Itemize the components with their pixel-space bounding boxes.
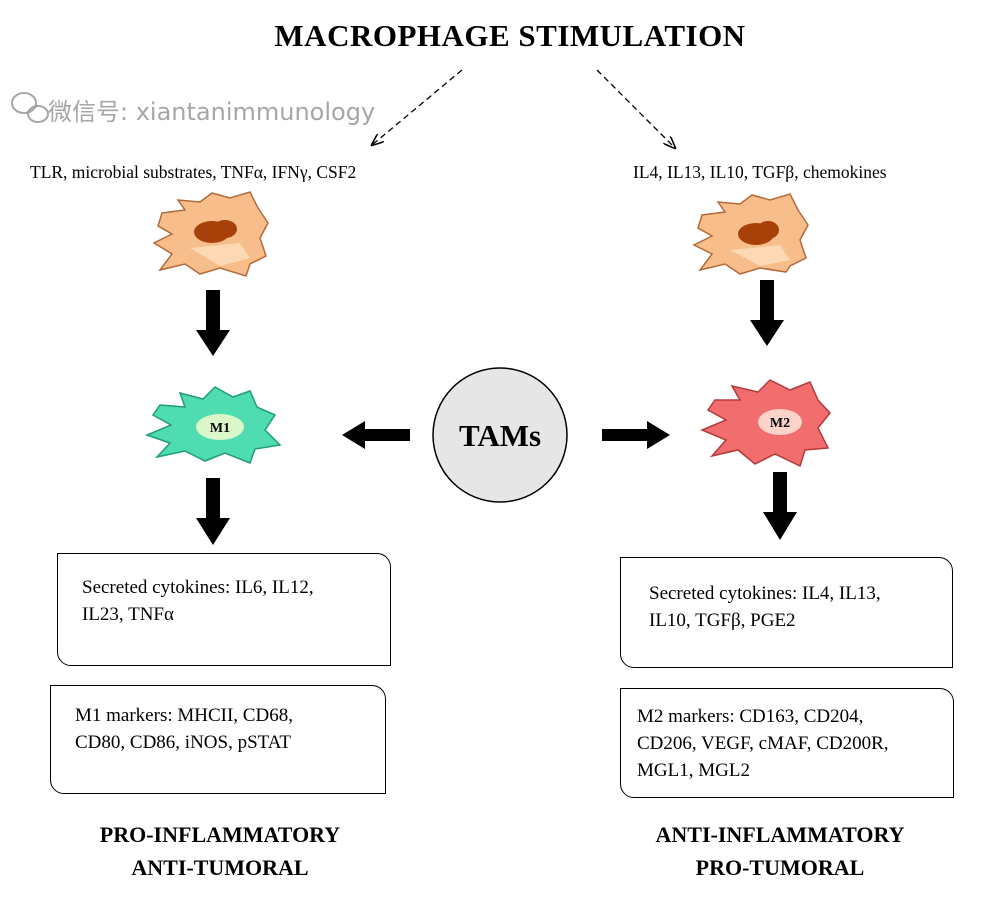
arrow-left-to-m1 bbox=[342, 421, 410, 449]
wechat-icon bbox=[11, 92, 49, 123]
m2-markers-box: M2 markers: CD163, CD204, CD206, VEGF, c… bbox=[620, 688, 954, 798]
m2-cell-label: M2 bbox=[770, 416, 790, 431]
arrow-down-right-2 bbox=[763, 472, 797, 540]
m2-macrophage-icon: M2 bbox=[700, 379, 831, 468]
tams-label: TAMs bbox=[459, 418, 541, 453]
arrow-right-to-m2 bbox=[602, 421, 670, 449]
m1-phenotype: PRO-INFLAMMATORY ANTI-TUMORAL bbox=[40, 818, 400, 884]
arrow-down-left-2 bbox=[196, 478, 230, 545]
m1-cytokines-line: IL23, TNFα bbox=[82, 604, 174, 625]
m1-cytokines-box: Secreted cytokines: IL6, IL12, IL23, TNF… bbox=[57, 553, 391, 666]
m2-phenotype-line: PRO-TUMORAL bbox=[695, 855, 865, 880]
dashed-arrow-left bbox=[372, 69, 463, 145]
watermark: 微信号: xiantanimmunology bbox=[48, 98, 376, 126]
tams-node: TAMs bbox=[432, 367, 568, 503]
m2-markers-line: M2 markers: CD163, CD204, bbox=[637, 706, 864, 727]
dashed-arrow-right bbox=[596, 69, 675, 148]
arrow-down-left-1 bbox=[196, 290, 230, 356]
naive-macrophage-left-icon bbox=[152, 191, 269, 277]
naive-macrophage-right-icon bbox=[692, 193, 809, 275]
m1-markers-line: CD80, CD86, iNOS, pSTAT bbox=[75, 732, 291, 753]
m1-phenotype-line: PRO-INFLAMMATORY bbox=[99, 822, 341, 847]
m1-cytokines-line: Secreted cytokines: IL6, IL12, bbox=[82, 577, 314, 598]
m2-cytokines-line: Secreted cytokines: IL4, IL13, bbox=[649, 583, 881, 604]
m2-phenotype-line: ANTI-INFLAMMATORY bbox=[655, 822, 905, 847]
m1-macrophage-icon: M1 bbox=[144, 386, 282, 464]
m2-cytokines-box: Secreted cytokines: IL4, IL13, IL10, TGF… bbox=[620, 557, 953, 668]
diagram-title: MACROPHAGE STIMULATION bbox=[274, 18, 746, 53]
m2-markers-line: MGL1, MGL2 bbox=[637, 760, 750, 781]
m1-phenotype-line: ANTI-TUMORAL bbox=[131, 855, 309, 880]
m2-cytokines-line: IL10, TGFβ, PGE2 bbox=[649, 610, 796, 631]
m1-markers-box: M1 markers: MHCII, CD68, CD80, CD86, iNO… bbox=[50, 685, 386, 794]
m2-phenotype: ANTI-INFLAMMATORY PRO-TUMORAL bbox=[600, 818, 960, 884]
m1-stimuli-label: TLR, microbial substrates, TNFα, IFNγ, C… bbox=[30, 162, 357, 182]
m1-markers-line: M1 markers: MHCII, CD68, bbox=[75, 705, 293, 726]
m2-stimuli-label: IL4, IL13, IL10, TGFβ, chemokines bbox=[633, 162, 887, 182]
m2-markers-line: CD206, VEGF, cMAF, CD200R, bbox=[637, 733, 889, 754]
m1-cell-label: M1 bbox=[210, 421, 230, 436]
arrow-down-right-1 bbox=[750, 280, 784, 346]
